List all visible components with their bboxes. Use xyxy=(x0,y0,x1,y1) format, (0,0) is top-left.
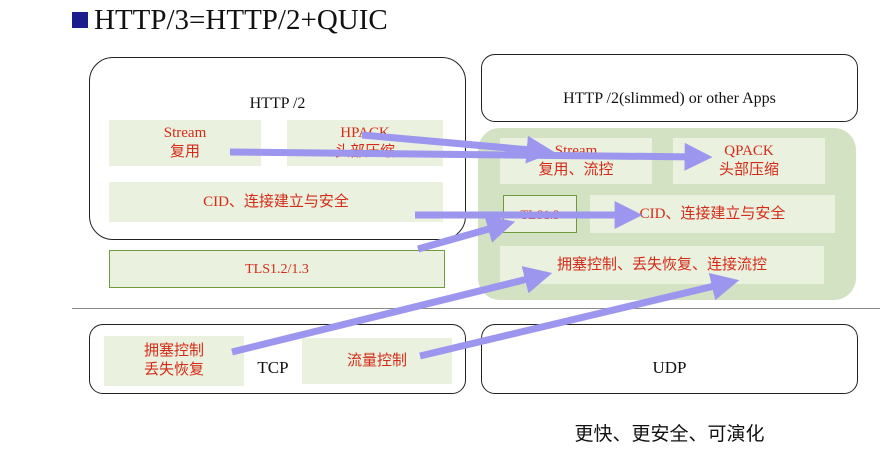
right-qpack-line1: QPACK xyxy=(724,143,774,159)
title-text: HTTP/3=HTTP/2+QUIC xyxy=(94,3,388,36)
http2-label: HTTP /2 xyxy=(249,95,306,112)
udp-label: UDP xyxy=(652,358,687,377)
left-hpack-box: HPACK 头部压缩 xyxy=(287,120,443,166)
left-congestion-box: 拥塞控制 丢失恢复 xyxy=(104,336,244,386)
left-congestion-line1: 拥塞控制 xyxy=(143,343,204,359)
right-qpack-box: QPACK 头部压缩 xyxy=(673,138,825,184)
footer-text: 更快、更安全、可演化 xyxy=(574,424,765,445)
right-congestion-box: 拥塞控制、丢失恢复、连接流控 xyxy=(500,246,824,284)
left-flow-box: 流量控制 xyxy=(302,338,452,384)
left-stream-line2: 复用 xyxy=(169,144,200,160)
right-tls-box: TLS1.3 xyxy=(503,195,577,233)
slide-title: HTTP/3=HTTP/2+QUIC xyxy=(72,2,388,38)
left-cid-box: CID、连接建立与安全 xyxy=(109,182,443,222)
right-stream-box: Stream 复用、流控 xyxy=(500,138,652,184)
left-hpack-line1: HPACK xyxy=(340,125,390,141)
right-stream-line2: 复用、流控 xyxy=(538,162,614,178)
left-stream-line1: Stream xyxy=(163,125,207,141)
right-stream-line1: Stream xyxy=(554,143,598,159)
tcp-label: TCP xyxy=(257,358,289,377)
http2-slimmed-label: HTTP /2(slimmed) or other Apps xyxy=(563,90,776,107)
right-qpack-line2: 头部压缩 xyxy=(718,162,779,178)
left-tls-box: TLS1.2/1.3 xyxy=(109,250,445,288)
http2-slimmed-panel xyxy=(481,54,858,122)
square-bullet-icon xyxy=(72,12,88,28)
left-stream-box: Stream 复用 xyxy=(109,120,261,166)
left-congestion-line2: 丢失恢复 xyxy=(143,362,204,378)
layer-divider xyxy=(72,308,880,310)
left-hpack-line2: 头部压缩 xyxy=(334,144,395,160)
right-cid-box: CID、连接建立与安全 xyxy=(590,195,835,233)
